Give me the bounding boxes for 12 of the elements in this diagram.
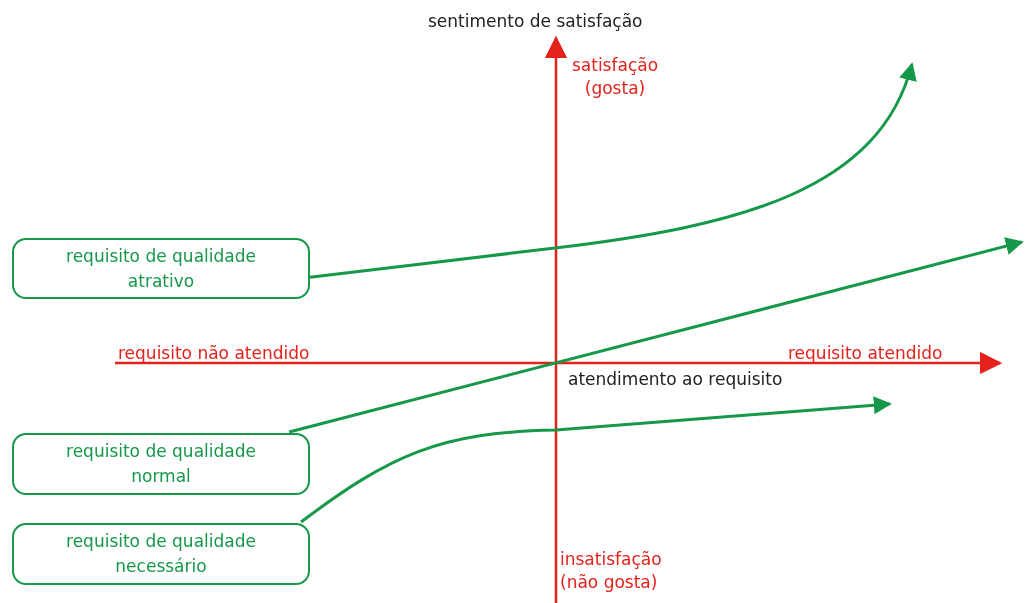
requirement-box: requisito de qualidade normal [12, 433, 310, 495]
axis-label: requisito não atendido [118, 342, 310, 365]
axis-label: satisfação (gosta) [570, 54, 660, 100]
axis-label: insatisfação (não gosta) [560, 548, 663, 594]
curve-arrow [288, 237, 1024, 434]
requirement-box: requisito de qualidade necessário [12, 523, 310, 585]
axis-title: sentimento de satisfação [428, 10, 643, 33]
axis-title: atendimento ao requisito [568, 368, 783, 391]
curve-arrow [309, 62, 916, 279]
axis-label: requisito atendido [788, 342, 943, 365]
curve-arrow [300, 396, 892, 524]
requirement-box: requisito de qualidade atrativo [12, 238, 310, 299]
